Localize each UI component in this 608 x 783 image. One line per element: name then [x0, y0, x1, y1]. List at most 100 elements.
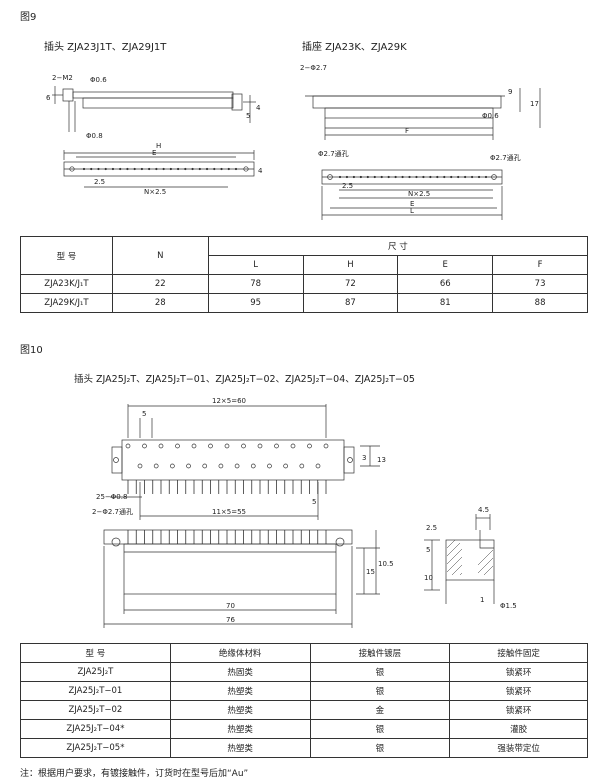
contact-hole [153, 463, 159, 469]
pin-dot [155, 167, 158, 171]
fig9-label: 图9 [20, 12, 37, 23]
table-row: ZJA29K/J₁T 28 95 87 81 88 [20, 293, 588, 313]
dim-76: 76 [226, 616, 235, 624]
contact-hole [137, 463, 143, 469]
dim-9: 9 [508, 88, 512, 96]
fig10-caption: 插头 ZJA25J₂T、ZJA25J₂T−01、ZJA25J₂T−02、ZJA2… [74, 374, 415, 385]
pin-dot [176, 167, 180, 171]
cell-fixing: 强装带定位 [449, 738, 588, 758]
pin-dot [220, 167, 223, 171]
fig9-plug-caption: 插头 ZJA23J1T、ZJA29J1T [44, 42, 167, 53]
fig9-header-model: 型 号 [20, 236, 113, 275]
pin-dot [359, 175, 362, 179]
contact-hole [290, 443, 296, 449]
cell-plating: 银 [309, 681, 451, 701]
fig10-table: 型 号 绝缘体材料 接触件镀层 接触件固定 ZJA25J₂T 热固类 银 锁紧环… [20, 643, 588, 758]
cell-model: ZJA25J₂T−04* [20, 719, 171, 739]
cell-model: ZJA25J₂T−01 [20, 681, 171, 701]
dim-13: 13 [377, 456, 386, 464]
pin-dot [394, 175, 397, 179]
pin-dot [184, 167, 187, 171]
contact-hole [250, 463, 256, 469]
contact-hole [267, 463, 272, 469]
dim-Eb: E [410, 200, 414, 208]
table-row: ZJA25J₂T−02 热塑类 金 锁紧环 [20, 700, 588, 720]
pin-dot [429, 175, 432, 179]
dim-5-top: 5 [142, 410, 146, 418]
dim-17: 17 [530, 100, 539, 108]
contact-hole [158, 443, 164, 449]
pin-dot [345, 175, 349, 179]
contact-hole [241, 443, 246, 449]
dim-2m2: 2−M2 [52, 74, 73, 82]
cell-E: 81 [397, 293, 494, 313]
contact-hole [307, 443, 312, 449]
contact-hole [224, 443, 230, 449]
contact-hole [175, 443, 180, 449]
dim-5: 5 [246, 112, 250, 120]
contact-hole [283, 463, 288, 469]
cell-insulator: 热塑类 [169, 719, 311, 739]
pin-dot [464, 175, 467, 179]
cell-plating: 金 [309, 700, 451, 720]
pin-dot [119, 167, 122, 171]
pin-dot [205, 167, 209, 171]
pin-dot [422, 175, 425, 179]
dim-2phi27: 2−Φ2.7 [300, 64, 327, 72]
contact-hole [186, 463, 191, 469]
contact-hole [257, 443, 263, 449]
dim-10-5: 10.5 [378, 560, 394, 568]
pin-dot [380, 175, 383, 179]
pin-dot [90, 167, 93, 171]
contact-hole [234, 463, 240, 469]
dim-5c: 5 [426, 546, 430, 554]
fig10-header-plating: 接触件镀层 [309, 643, 451, 663]
dim-2-5: 2.5 [94, 178, 105, 186]
pin-dot [148, 167, 151, 171]
dim-4-5: 4.5 [478, 506, 489, 514]
pin-dot [450, 175, 453, 179]
cell-model: ZJA25J₂T−05* [20, 738, 171, 758]
pin-dot [133, 167, 136, 171]
contact-hole [315, 463, 321, 469]
dim-2phi27-holes: 2−Φ2.7通孔 [92, 507, 133, 516]
dim-H: H [156, 142, 161, 150]
dim-12x5: 12×5=60 [212, 397, 246, 405]
pin-dot [191, 167, 194, 171]
pin-dot [198, 167, 201, 171]
fig10-header-fixing: 接触件固定 [449, 643, 588, 663]
dim-3: 3 [362, 454, 366, 462]
contact-hole [142, 443, 147, 449]
pin-dot [140, 167, 144, 171]
contact-hole [274, 443, 279, 449]
cell-model: ZJA29K/J₁T [20, 293, 113, 313]
cell-L: 95 [207, 293, 304, 313]
dim-L: L [410, 207, 414, 215]
cell-fixing: 锁紧环 [449, 700, 588, 720]
contact-hole [299, 463, 305, 469]
pin-dot [234, 167, 238, 171]
cell-fixing: 锁紧环 [449, 681, 588, 701]
dim-5-bottom: 5 [312, 498, 316, 506]
pin-dot [227, 167, 230, 171]
contact-hole [218, 463, 224, 469]
dim-F: F [405, 127, 409, 135]
cell-insulator: 热塑类 [169, 738, 311, 758]
cell-insulator: 热塑类 [169, 681, 311, 701]
cell-model: ZJA25J₂T−02 [20, 700, 171, 720]
dim-nx25: N×2.5 [144, 188, 166, 196]
dim-1c: 1 [480, 596, 484, 604]
dim-15: 15 [366, 568, 375, 576]
table-row: ZJA25J₂T 热固类 银 锁紧环 [20, 662, 588, 682]
cell-n: 28 [111, 293, 209, 313]
dim-phi27-right: Φ2.7通孔 [490, 153, 521, 162]
dim-6: 6 [46, 94, 51, 102]
contact-hole [125, 443, 131, 449]
dim-phi08: Φ0.8 [86, 132, 103, 140]
cell-fixing: 锁紧环 [449, 662, 588, 682]
fig10-header-insulator: 绝缘体材料 [169, 643, 311, 663]
pin-dot [387, 175, 390, 179]
dim-E: E [152, 149, 156, 157]
